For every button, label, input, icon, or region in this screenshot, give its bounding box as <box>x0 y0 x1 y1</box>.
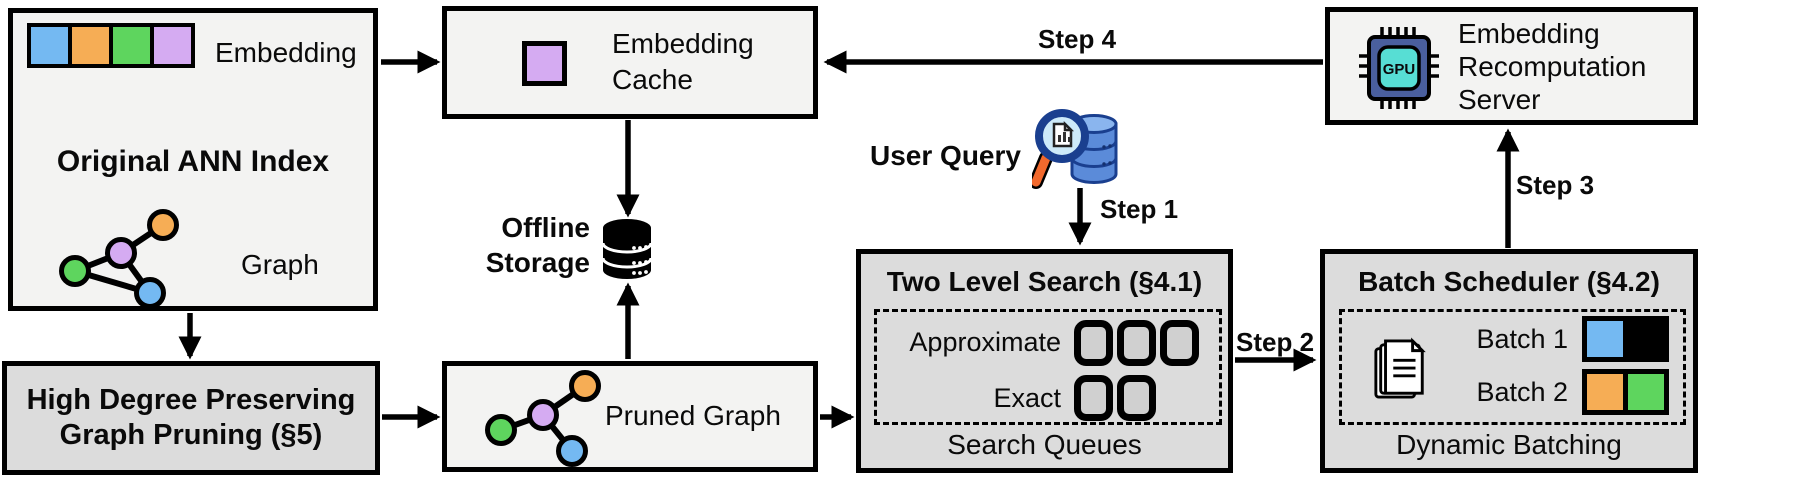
two-level-search-title: Two Level Search (§4.1) <box>886 266 1203 297</box>
recomputation-server-label: Embedding Recomputation Server <box>1458 18 1647 116</box>
pruned-graph-label: Pruned Graph <box>605 400 781 431</box>
queue-slot <box>1074 319 1113 366</box>
batch2-cell-green <box>1628 374 1664 410</box>
exact-label: Exact <box>993 382 1061 413</box>
embedding-cache-label: Embedding Cache <box>612 28 754 96</box>
batch1-embeddings <box>1582 316 1669 362</box>
embedding-label: Embedding <box>215 37 357 68</box>
graph-node-purple <box>105 237 137 269</box>
step4-label: Step 4 <box>1038 24 1117 54</box>
step1-label: Step 1 <box>1100 194 1179 224</box>
approximate-queue-slots <box>1074 319 1199 366</box>
graph-node-blue <box>556 435 588 467</box>
queue-slot <box>1117 375 1156 422</box>
queue-slot <box>1117 319 1156 366</box>
gpu-chip-icon: GPU <box>1359 27 1439 109</box>
search-queues-region: Approximate Exact <box>874 309 1222 425</box>
graph-pruning-box: High Degree Preserving Graph Pruning (§5… <box>2 361 380 475</box>
user-query-icon <box>1032 109 1118 189</box>
batch1-label: Batch 1 <box>1476 323 1568 354</box>
offline-storage-label: Offline Storage <box>485 212 590 278</box>
batch2-label: Batch 2 <box>1476 376 1568 407</box>
batch-rows: Batch 1 Batch 2 <box>1444 316 1669 415</box>
documents-icon <box>1374 337 1426 399</box>
embedding-cell-blue <box>31 27 68 64</box>
magnifier-icon <box>1032 109 1089 189</box>
graph-node-blue <box>134 277 166 309</box>
graph-node-green <box>485 414 517 446</box>
graph-node-green <box>59 255 91 287</box>
database-icon <box>601 219 653 279</box>
search-queues-caption: Search Queues <box>947 429 1142 460</box>
step2-label: Step 2 <box>1236 327 1315 357</box>
user-query-label: User Query <box>870 140 1021 171</box>
queue-slot <box>1160 319 1199 366</box>
original-ann-index-box: Embedding Original ANN Index Graph <box>8 8 378 311</box>
batch-scheduler-title: Batch Scheduler (§4.2) <box>1358 266 1660 297</box>
pruning-line1: High Degree Preserving <box>26 383 356 416</box>
embedding-vector-strip <box>27 23 195 68</box>
graph-node-orange <box>147 209 179 241</box>
pruning-line2: Graph Pruning (§5) <box>59 419 323 451</box>
embedding-cell-orange <box>72 27 109 64</box>
embedding-cell-green <box>113 27 150 64</box>
ann-index-title: Original ANN Index <box>56 145 330 178</box>
dynamic-batching-caption: Dynamic Batching <box>1396 429 1622 460</box>
two-level-search-box: Two Level Search (§4.1) Approximate Exac… <box>856 249 1233 473</box>
step3-label: Step 3 <box>1516 170 1595 200</box>
batch2-cell-orange <box>1587 374 1623 410</box>
pruned-graph-box: Pruned Graph <box>442 361 818 472</box>
recomputation-server-box: GPU Embedding Recomputation Server <box>1325 7 1698 125</box>
approximate-label: Approximate <box>909 327 1061 358</box>
batch-scheduler-box: Batch Scheduler (§4.2) Batch 1 Batch 2 <box>1320 249 1698 473</box>
graph-node-purple <box>527 399 559 431</box>
exact-queue-slots <box>1074 375 1199 422</box>
batch2-embeddings <box>1582 369 1669 415</box>
batch1-cell-blue <box>1587 321 1623 357</box>
cached-embedding-square <box>522 41 567 86</box>
pruned-graph-icon <box>485 370 601 467</box>
queue-slot <box>1074 375 1113 422</box>
ann-graph-icon <box>59 209 179 309</box>
gpu-text: GPU <box>1383 61 1416 78</box>
embedding-cache-box: Embedding Cache <box>442 6 818 119</box>
graph-label: Graph <box>241 249 319 280</box>
embedding-cell-purple <box>154 27 191 64</box>
graph-node-orange <box>569 370 601 402</box>
dynamic-batching-region: Batch 1 Batch 2 <box>1339 309 1686 425</box>
